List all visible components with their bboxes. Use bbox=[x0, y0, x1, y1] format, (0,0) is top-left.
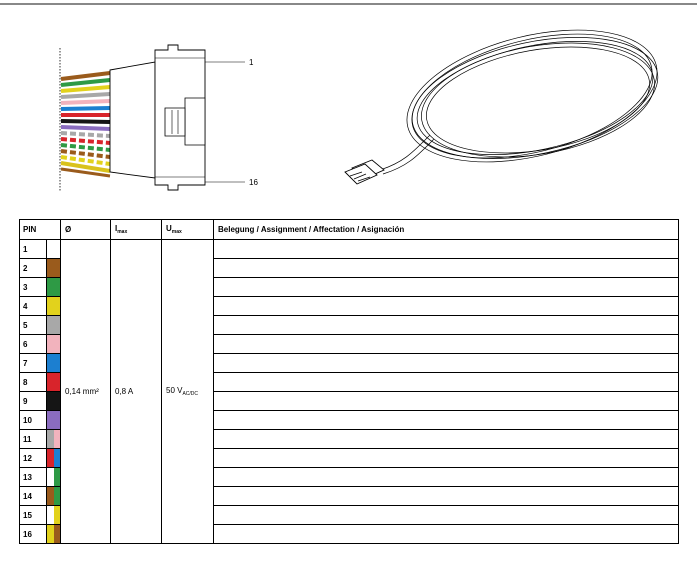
assignment-cell[interactable] bbox=[213, 505, 679, 525]
header-pin: PIN bbox=[19, 219, 61, 240]
voltage-value: 50 VAC/DC bbox=[161, 239, 214, 544]
pin-assignment-table: PIN Ø Imax Umax Belegung / Assignment / … bbox=[19, 219, 679, 544]
assignment-cell[interactable] bbox=[213, 239, 679, 259]
connector-strain-relief bbox=[109, 61, 156, 179]
header-diameter: Ø bbox=[60, 219, 111, 240]
wire-color-swatch bbox=[46, 391, 61, 411]
wire-color-swatch bbox=[46, 334, 61, 354]
table-header-row: PIN Ø Imax Umax Belegung / Assignment / … bbox=[19, 219, 679, 240]
wire-color-swatch bbox=[46, 429, 61, 449]
assignment-cell[interactable] bbox=[213, 486, 679, 506]
top-divider bbox=[0, 3, 697, 5]
header-current: Imax bbox=[110, 219, 162, 240]
assignment-cell[interactable] bbox=[213, 353, 679, 373]
pin-number: 8 bbox=[19, 372, 47, 392]
cross-section-value: 0,14 mm² bbox=[60, 239, 111, 544]
header-voltage: Umax bbox=[161, 219, 214, 240]
connector-drawing: 1 16 bbox=[59, 29, 659, 192]
pin-first-label: 1 bbox=[249, 58, 254, 67]
wire-color-swatch bbox=[46, 410, 61, 430]
table-row: 10 bbox=[19, 410, 679, 430]
assignment-cell[interactable] bbox=[213, 296, 679, 316]
wire-color-swatch bbox=[46, 448, 61, 468]
wire-color-swatch bbox=[46, 239, 61, 259]
wire-color-swatch bbox=[46, 315, 61, 335]
assignment-cell[interactable] bbox=[213, 391, 679, 411]
wire-color-swatch bbox=[46, 277, 61, 297]
pin-last-label: 16 bbox=[249, 178, 258, 187]
pin-number: 5 bbox=[19, 315, 47, 335]
connector-front-view: 1 16 bbox=[59, 44, 258, 192]
pin-number: 9 bbox=[19, 391, 47, 411]
wire-color-swatch bbox=[46, 467, 61, 487]
pin-number: 15 bbox=[19, 505, 47, 525]
wire-color-swatch bbox=[46, 258, 61, 278]
current-value: 0,8 A bbox=[110, 239, 162, 544]
assignment-cell[interactable] bbox=[213, 258, 679, 278]
pin-number: 6 bbox=[19, 334, 47, 354]
pin-number: 11 bbox=[19, 429, 47, 449]
assignment-cell[interactable] bbox=[213, 315, 679, 335]
wire-color-swatch bbox=[46, 524, 61, 544]
wire-color-swatch bbox=[46, 353, 61, 373]
coiled-cable-illustration bbox=[344, 29, 659, 185]
table-row: 16 bbox=[19, 524, 679, 544]
header-assignment: Belegung / Assignment / Affectation / As… bbox=[213, 219, 679, 240]
assignment-cell[interactable] bbox=[213, 467, 679, 487]
pin-number: 3 bbox=[19, 277, 47, 297]
pin-number: 7 bbox=[19, 353, 47, 373]
wire-color-swatch bbox=[46, 505, 61, 525]
wire-color-swatch bbox=[46, 486, 61, 506]
pin-number: 4 bbox=[19, 296, 47, 316]
assignment-cell[interactable] bbox=[213, 334, 679, 354]
pin-number: 12 bbox=[19, 448, 47, 468]
wire-bundle bbox=[60, 71, 111, 178]
wire-color-swatch bbox=[46, 372, 61, 392]
assignment-cell[interactable] bbox=[213, 410, 679, 430]
assignment-cell[interactable] bbox=[213, 524, 679, 544]
pin-number: 2 bbox=[19, 258, 47, 278]
assignment-cell[interactable] bbox=[213, 372, 679, 392]
wire-color-swatch bbox=[46, 296, 61, 316]
pin-number: 14 bbox=[19, 486, 47, 506]
table-row: 15 bbox=[19, 505, 679, 525]
assignment-cell[interactable] bbox=[213, 429, 679, 449]
pin-number: 16 bbox=[19, 524, 47, 544]
latch bbox=[164, 107, 186, 137]
pin-number: 1 bbox=[19, 239, 47, 259]
assignment-cell[interactable] bbox=[213, 448, 679, 468]
pin-number: 13 bbox=[19, 467, 47, 487]
assignment-cell[interactable] bbox=[213, 277, 679, 297]
pin-number: 10 bbox=[19, 410, 47, 430]
